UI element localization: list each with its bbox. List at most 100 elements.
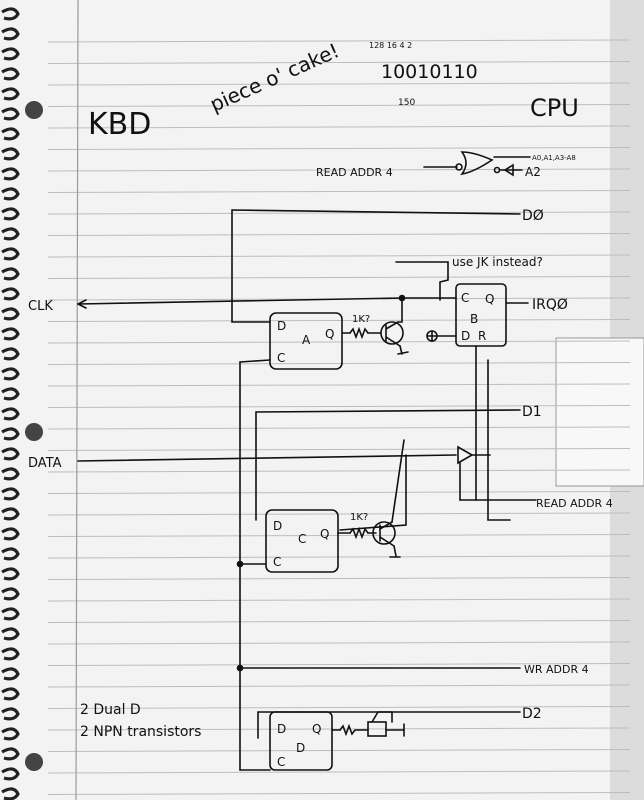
rule-line	[47, 383, 631, 387]
rule-line	[47, 147, 631, 150]
label-read-addr-mid: READ ADDR 4	[536, 497, 613, 510]
rule-line	[47, 362, 631, 365]
spiral-coil	[1, 47, 20, 61]
resistor-a-label: 1K?	[352, 314, 370, 325]
ff-a-q: Q	[325, 327, 334, 341]
rule-line	[47, 641, 631, 645]
ff-a-c: C	[277, 351, 285, 365]
rule-line	[47, 534, 631, 537]
rule-line	[47, 684, 631, 688]
rule-line	[47, 190, 631, 193]
spiral-coil	[1, 447, 20, 461]
label-d2: D2	[522, 706, 542, 722]
binary-decimal: 150	[398, 98, 415, 108]
ff-a-name: A	[302, 333, 311, 347]
spiral-coil	[1, 747, 20, 761]
ff-b-d: D	[461, 329, 470, 343]
rule-line	[47, 469, 631, 473]
spiral-coil	[1, 127, 20, 141]
rule-line	[47, 749, 631, 752]
rule-line	[47, 555, 631, 559]
spiral-coil	[1, 587, 20, 601]
rule-line	[47, 340, 631, 344]
resistor-c-label: 1K?	[350, 512, 368, 523]
cpu-title: CPU	[530, 94, 579, 122]
rule-line	[47, 276, 631, 279]
spiral-coil	[1, 667, 20, 681]
rule-line	[47, 254, 631, 258]
spiral-coil	[1, 727, 20, 741]
rule-line	[47, 104, 631, 107]
sticky-note	[555, 337, 644, 487]
ff-d-d: D	[277, 722, 286, 736]
ff-c-q: Q	[320, 527, 329, 541]
spiral-binding	[1, 7, 20, 800]
rule-line	[47, 598, 631, 602]
margin-line	[75, 0, 79, 800]
spiral-coil	[1, 707, 20, 721]
spiral-coil	[1, 687, 20, 701]
rule-line	[47, 491, 631, 494]
label-gate-inputs: A0,A1,A3-A8	[532, 154, 576, 162]
rule-line	[47, 448, 631, 451]
parts-line-2: 2 NPN transistors	[80, 724, 201, 740]
spiral-coil	[1, 227, 20, 241]
spiral-coil	[1, 367, 20, 381]
spiral-coil	[1, 107, 20, 121]
spiral-coil	[1, 7, 20, 21]
binary-value: 10010110	[381, 61, 478, 83]
ff-b-q: Q	[485, 292, 494, 306]
ruled-lines	[47, 39, 631, 795]
spiral-coil	[1, 767, 20, 781]
rule-line	[47, 426, 631, 430]
binary-weights: 128 16 4 2	[369, 41, 412, 50]
spiral-coil	[1, 547, 20, 561]
label-wr-addr: WR ADDR 4	[524, 663, 589, 676]
rule-line	[47, 512, 631, 516]
spiral-coil	[1, 287, 20, 301]
label-clk: CLK	[28, 299, 53, 314]
ff-c-name: C	[298, 532, 306, 546]
spiral-coil	[1, 187, 20, 201]
spiral-coil	[1, 27, 20, 41]
rule-line	[47, 61, 631, 64]
rule-line	[47, 39, 631, 43]
spiral-coil	[1, 427, 20, 441]
spiral-coil	[1, 67, 20, 81]
spiral-coil	[1, 387, 20, 401]
rule-line	[47, 233, 631, 236]
label-d0: DØ	[522, 208, 544, 224]
ff-b-r: R	[478, 329, 486, 343]
kbd-title: KBD	[88, 107, 151, 142]
rule-line	[47, 319, 631, 322]
spiral-coil	[1, 527, 20, 541]
spiral-coil	[1, 467, 20, 481]
rule-line	[47, 770, 631, 774]
ff-d-c: C	[277, 755, 285, 769]
spiral-coil	[1, 407, 20, 421]
binder-hole-top	[25, 101, 43, 119]
binder-hole-mid	[25, 423, 43, 441]
rule-line	[47, 82, 631, 86]
schematic-wires	[77, 151, 537, 771]
spiral-coil	[1, 647, 20, 661]
spiral-coil	[1, 347, 20, 361]
rule-line	[47, 125, 631, 129]
spiral-coil	[1, 327, 20, 341]
spiral-coil	[1, 167, 20, 181]
rule-line	[47, 620, 631, 623]
rule-line	[47, 727, 631, 731]
label-data: DATA	[28, 456, 62, 471]
spiral-coil	[1, 267, 20, 281]
binder-hole-bottom	[25, 753, 43, 771]
rule-line	[47, 405, 631, 408]
parts-line-1: 2 Dual D	[80, 702, 141, 718]
ff-d-q: Q	[312, 722, 321, 736]
rule-line	[47, 706, 631, 709]
spiral-coil	[1, 147, 20, 161]
spiral-coil	[1, 567, 20, 581]
ff-b-name: B	[470, 312, 478, 326]
spiral-coil	[1, 507, 20, 521]
